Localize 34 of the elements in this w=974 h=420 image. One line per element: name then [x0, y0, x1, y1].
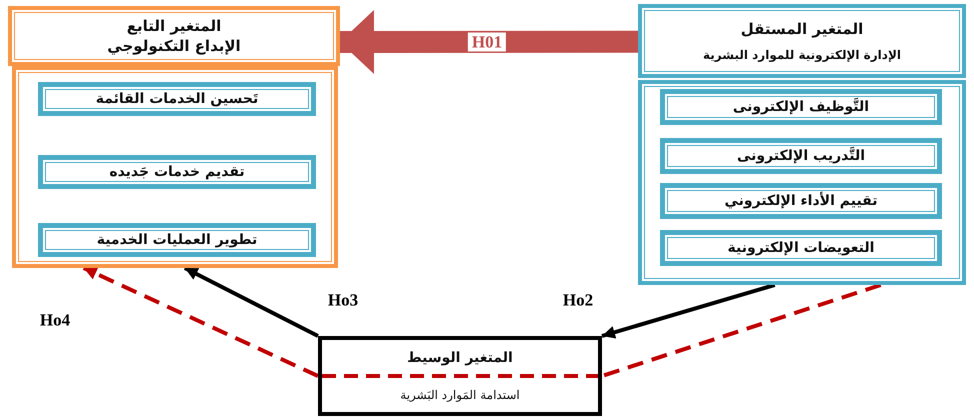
mediator-box — [318, 336, 602, 416]
edge-label: H01 — [468, 32, 506, 52]
heading: المتغير المستقل — [740, 20, 864, 38]
item-text: تقييم الأداء الإلكتروني — [724, 193, 878, 209]
dimension-box — [660, 89, 942, 125]
dimension-box — [660, 183, 942, 219]
group-box — [638, 80, 966, 285]
block-arrow — [340, 10, 638, 74]
item-text: تقديم خدمات جَديده — [109, 164, 245, 180]
heading: المتغير التابع — [126, 17, 222, 35]
dashed-arrow — [82, 266, 319, 378]
edge-label: Ho2 — [562, 292, 594, 308]
item-text: التعويضات الإلكترونية — [728, 240, 874, 256]
item-text: تَحسين الخدمات القائمة — [96, 91, 258, 107]
arrow — [601, 283, 776, 339]
variable-box — [638, 4, 966, 78]
subheading: استدامة المَوارد البَشرية — [400, 388, 520, 402]
dimension-box — [38, 223, 316, 257]
group-box — [12, 66, 338, 268]
dimension-box — [660, 138, 942, 174]
dimension-box — [38, 82, 316, 116]
edge-label: Ho4 — [40, 312, 70, 328]
arrow — [184, 266, 319, 338]
item-text: تطوير العمليات الخدمية — [96, 232, 258, 248]
dimension-box — [660, 230, 942, 266]
variable-box — [8, 6, 340, 66]
dashed-line — [601, 283, 882, 378]
item-text: التَّوظيف الإلكترونى — [732, 99, 870, 115]
subheading: الإبداع التكنولوجي — [107, 37, 241, 55]
heading: المتغير الوسيط — [407, 350, 513, 366]
edge-label: Ho3 — [328, 292, 358, 308]
item-text: التَّدريب الإلكترونى — [736, 148, 866, 164]
subheading: الإدارة الإلكترونية للموارد البشرية — [702, 48, 901, 62]
dimension-box — [38, 155, 316, 189]
